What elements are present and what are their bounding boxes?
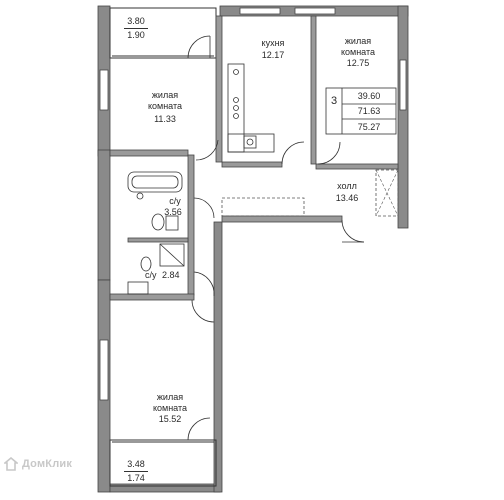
summary-rooms-count: 3 xyxy=(330,95,338,107)
room-hall-area: 13.46 xyxy=(335,193,359,203)
room-living-right-name-1: жилая xyxy=(344,36,372,46)
room-living-top-name-1: жилая xyxy=(151,90,179,100)
balcony-bottom-divider xyxy=(124,471,148,472)
room-kitchen-area: 12.17 xyxy=(261,50,285,60)
balcony-top-area: 3.80 xyxy=(127,16,145,26)
room-bath-2-area: 2.84 xyxy=(162,270,180,280)
summary-total-area: 71.63 xyxy=(357,106,381,116)
interior-walls xyxy=(109,15,399,301)
room-living-bottom-name-1: жилая xyxy=(156,392,184,402)
balcony-top-reduced: 1.90 xyxy=(127,30,145,40)
windows xyxy=(99,7,407,401)
bathroom-fixtures xyxy=(127,171,185,295)
room-bath-1-area: 3.56 xyxy=(164,207,182,217)
room-bath-2-name: с/у xyxy=(145,270,157,280)
room-living-bottom-area: 15.52 xyxy=(158,414,182,424)
room-hall-name: холл xyxy=(337,181,357,191)
room-living-bottom-name-2: комната xyxy=(152,403,188,413)
room-kitchen-name: кухня xyxy=(261,38,285,48)
balcony-top-divider xyxy=(124,28,148,29)
summary-total-with-balconies: 75.27 xyxy=(357,122,381,132)
summary-box xyxy=(325,87,397,135)
balcony-bottom xyxy=(109,439,217,487)
balcony-bottom-area: 3.48 xyxy=(127,459,145,469)
wardrobe xyxy=(221,169,399,217)
room-living-top-name-2: комната xyxy=(147,101,183,111)
summary-living-area: 39.60 xyxy=(357,91,381,101)
house-icon xyxy=(4,457,18,471)
balcony-bottom-reduced: 1.74 xyxy=(127,473,145,483)
room-living-right-area: 12.75 xyxy=(346,58,370,68)
room-living-right-name-2: комната xyxy=(340,47,376,57)
kitchen-furniture xyxy=(227,63,275,153)
watermark-text: ДомКлик xyxy=(22,458,73,470)
room-living-top-area: 11.33 xyxy=(154,114,176,124)
room-bath-1-name: с/у xyxy=(169,196,181,206)
doors xyxy=(187,35,365,441)
